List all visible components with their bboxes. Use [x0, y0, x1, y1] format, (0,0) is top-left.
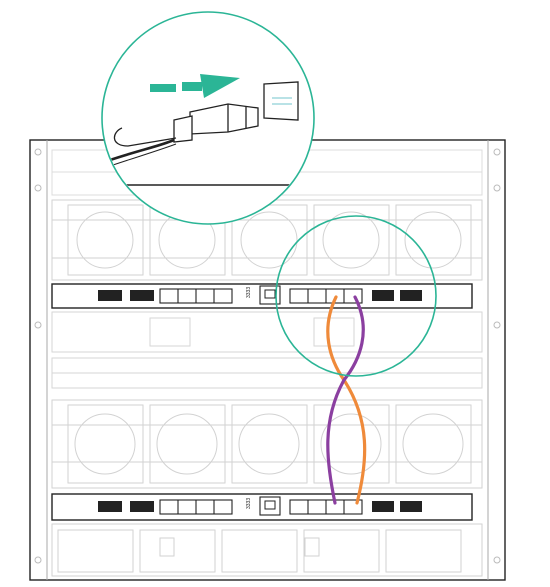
rj45-port: [259, 285, 281, 305]
qsfp-port: [98, 290, 122, 301]
transceiver-icon: [109, 103, 259, 167]
module-port-label: 3333: [246, 287, 252, 298]
power-supplies: [51, 523, 483, 577]
module-port-label: 3333: [246, 498, 252, 509]
module-bottom: 3333: [51, 493, 473, 521]
module-top: 3333: [51, 283, 473, 309]
fan-row-top: [51, 199, 483, 281]
sfp-port-group: [159, 288, 233, 304]
qsfp-port: [130, 290, 154, 301]
sfp-port-group: [289, 499, 363, 515]
qsfp-port: [98, 501, 122, 512]
cable-purple: [326, 295, 365, 505]
rj45-port: [259, 496, 281, 516]
cable-icon: [326, 295, 367, 505]
socket: [263, 81, 299, 121]
qsfp-port: [372, 501, 394, 512]
sfp-port-group: [289, 288, 363, 304]
qsfp-port: [400, 290, 422, 301]
middle-bays: [51, 311, 483, 389]
qsfp-port: [400, 501, 422, 512]
magnified-callout: [101, 11, 315, 225]
fan-row-bottom: [51, 399, 483, 489]
detail-circle: [275, 215, 437, 377]
qsfp-port: [130, 501, 154, 512]
mounting-holes: [34, 148, 501, 564]
insert-arrow-icon: [150, 74, 240, 98]
sfp-port-group: [159, 499, 233, 515]
qsfp-port: [372, 290, 394, 301]
